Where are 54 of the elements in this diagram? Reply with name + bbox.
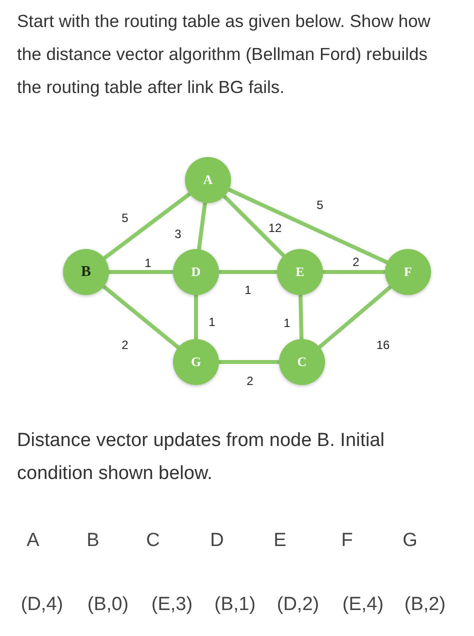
table-value: (E,3) (151, 594, 193, 616)
table-value: (B,0) (87, 594, 129, 616)
table-header: C (146, 530, 160, 552)
graph-edge (228, 188, 388, 264)
table-value: (D,2) (276, 594, 320, 616)
graph-edge (103, 192, 191, 260)
edge-label: 2 (244, 374, 256, 388)
table-header: D (210, 530, 224, 552)
edge-label: 5 (314, 198, 326, 212)
node-label: G (190, 354, 202, 370)
table-header: F (341, 530, 353, 552)
node-label: E (296, 264, 304, 280)
edge-label: 1 (142, 256, 154, 270)
node-label: B (80, 264, 91, 280)
node-label: F (404, 264, 412, 280)
description-text: Distance vector updates from node B. Initial condition shown below. (17, 429, 386, 486)
edge-label: 2 (350, 255, 362, 269)
graph-edge (197, 202, 207, 250)
graph-node (173, 249, 219, 295)
graph-node (63, 249, 109, 295)
graph-node (277, 249, 323, 295)
graph-node (385, 249, 431, 295)
table-value: (B,2) (404, 594, 446, 616)
node-label: D (191, 264, 201, 280)
graph-edge (318, 285, 392, 349)
graph-edge (219, 360, 279, 364)
table-value: (D,4) (20, 594, 64, 616)
graph-edge (323, 270, 385, 274)
edge-label: 16 (374, 338, 392, 352)
question-text: Start with the routing table as given below. Show how the distance vector algorithm (Bellman Ford) rebuilds the routing table after link BG fails. (17, 10, 432, 99)
graph-edge (298, 294, 304, 340)
table-value: (E,4) (342, 594, 384, 616)
graph-edge (102, 285, 180, 349)
edge-label: 12 (266, 221, 284, 235)
edge-label: 1 (242, 283, 254, 297)
edge-label: 3 (172, 227, 184, 241)
graph-node (279, 339, 325, 385)
graph-edge (194, 295, 198, 339)
graph-node (185, 157, 231, 203)
node-label: A (203, 172, 213, 188)
graph-node (173, 339, 219, 385)
node-label: C (297, 354, 307, 370)
table-header: G (402, 530, 418, 552)
edge-label: 1 (206, 315, 218, 329)
graph-edge (219, 270, 277, 274)
edge-label: 1 (282, 316, 292, 330)
table-header: B (86, 530, 100, 552)
table-header: A (26, 530, 40, 552)
edge-label: 2 (120, 338, 130, 352)
graph-edge (109, 270, 173, 274)
table-value: (B,1) (214, 594, 256, 616)
graph-edge (222, 194, 286, 258)
table-header: E (274, 530, 286, 552)
edge-label: 5 (120, 211, 130, 225)
